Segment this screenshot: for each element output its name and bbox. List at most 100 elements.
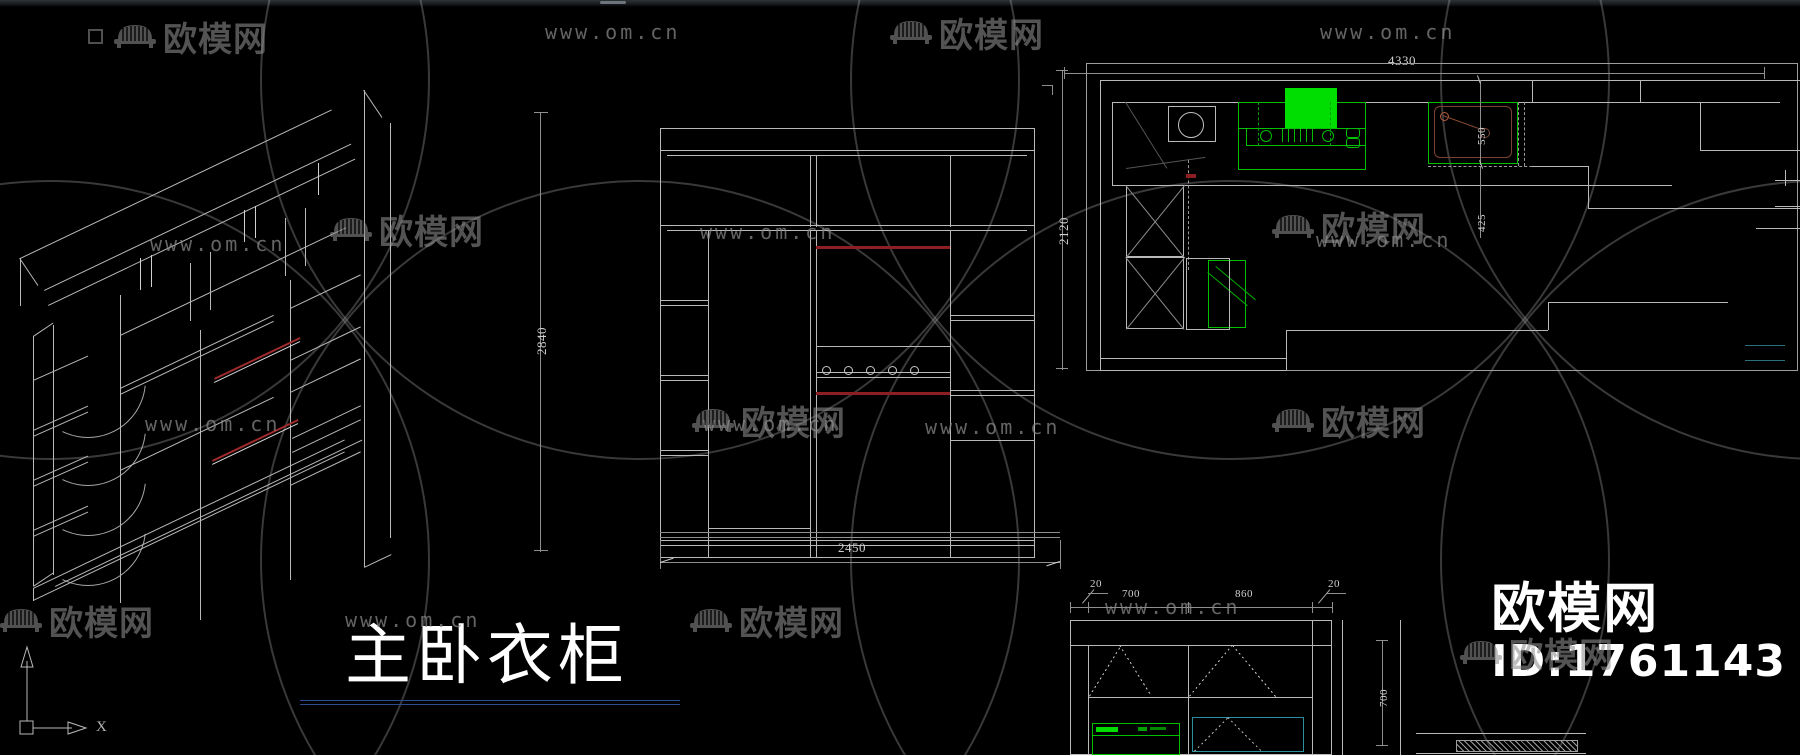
- fp-outer-wall: [1086, 63, 1798, 371]
- iso-left-top-ret: [33, 322, 54, 337]
- ucs-x-label: X: [96, 719, 107, 735]
- fp-inner-wall-top: [1100, 80, 1800, 81]
- iso-left-side-front: [33, 336, 34, 586]
- iso-left-side-back: [53, 325, 54, 575]
- fp-sink-outline-green: [1428, 102, 1518, 164]
- iso-right-bottom: [364, 554, 392, 568]
- detail-dim-700v-label: 700: [1378, 689, 1390, 707]
- elev-left-shelf-1: [660, 300, 708, 301]
- fp-door-hinge-mark: [1186, 174, 1196, 178]
- iso-handle-2: [151, 255, 152, 287]
- elev-right-shelf-3: [950, 440, 1035, 441]
- detail-mid-rail: [1088, 697, 1312, 698]
- iso-handle-4: [255, 206, 256, 238]
- fp-tall-unit-2: [1126, 257, 1184, 329]
- elevation-view[interactable]: 2840: [534, 112, 1040, 558]
- fp-dashv-right2: [1524, 102, 1525, 166]
- detail-elevation-view[interactable]: 20 700 860 20 700: [1060, 575, 1586, 755]
- iso-hanging-rail-lower-hl: [212, 423, 299, 465]
- elev-cornice-line-2: [667, 155, 1027, 156]
- fp-bottom-wall-4: [1548, 302, 1728, 303]
- iso-shelf-mid-1b: [120, 320, 274, 395]
- elev-dim-height-label: 2840: [534, 327, 549, 355]
- fp-right-counter-4: [1588, 208, 1800, 209]
- fp-hob-icon: [1178, 112, 1204, 138]
- fp-bottom-wall-2: [1100, 370, 1286, 371]
- fp-chair-box: [1186, 258, 1230, 330]
- elev-hanging-rail-upper: [816, 246, 950, 249]
- floorplan-view[interactable]: 4330 2120: [1040, 40, 1800, 390]
- iso-top-left-ret: [19, 258, 39, 286]
- fp-dashv-right: [1518, 102, 1519, 166]
- ucs-axes-svg: [19, 645, 88, 735]
- elev-outer-box: [660, 128, 1035, 558]
- iso-right-drawer-top: [292, 405, 362, 439]
- fp-right-counter-v3: [1700, 102, 1701, 150]
- iso-door-div-e: [305, 208, 306, 266]
- detail-lower-div: [1188, 697, 1189, 755]
- detail-right-ext: [1342, 620, 1343, 755]
- ucs-icon: X Y: [8, 645, 128, 750]
- iso-right-shelf-2: [290, 326, 361, 361]
- detail-div-1: [1088, 645, 1089, 755]
- detail-bottom-line2: [1416, 733, 1586, 734]
- iso-mid-div: [290, 280, 291, 580]
- isometric-wardrobe-view[interactable]: [0, 40, 430, 620]
- fp-bottom-riser-2: [1548, 302, 1549, 330]
- fp-right-stray-3: [1785, 170, 1786, 186]
- fp-bottom-wall: [1100, 358, 1286, 359]
- elev-right-shelf-1b: [950, 320, 1035, 321]
- iso-top-left-riser: [20, 258, 21, 306]
- elev-body-div-mid: [810, 230, 811, 558]
- detail-green-led: [1096, 727, 1118, 732]
- iso-right-shelf-1: [290, 274, 361, 309]
- elev-upper-bottom: [660, 225, 1035, 226]
- elev-left-shelf-3b: [660, 455, 708, 456]
- fp-right-stray-2: [1775, 206, 1800, 207]
- page-title: 主卧衣柜: [345, 620, 629, 693]
- fp-green-dash-2: [1330, 102, 1331, 146]
- fp-right-counter-2: [1640, 102, 1700, 103]
- iso-right-shelf-3: [290, 358, 361, 393]
- iso-handle-3: [244, 210, 245, 242]
- fp-dim-550-label: 550: [1476, 127, 1488, 145]
- elev-upper-div-1b: [816, 155, 817, 227]
- iso-base-left: [33, 588, 34, 601]
- elev-mid-shelf-b: [816, 377, 950, 378]
- fp-sink-basin: [1434, 106, 1512, 158]
- title-underline-2: [300, 704, 680, 705]
- fp-hob-box: [1168, 106, 1216, 142]
- detail-right-ext2: [1400, 620, 1401, 755]
- brand-id: ID:1761143: [1491, 636, 1786, 687]
- elev-right-shelf-2: [950, 390, 1035, 391]
- detail-green-led3: [1150, 727, 1166, 730]
- detail-cyan-panel: [1192, 717, 1304, 752]
- detail-dim-20-right: 20: [1328, 578, 1340, 590]
- detail-top-rail: [1070, 645, 1332, 646]
- detail-div-3: [1312, 620, 1313, 755]
- iso-door-div-d: [285, 218, 286, 276]
- brand-block: 欧模网 ID:1761143: [1491, 580, 1786, 686]
- elev-plinth-top-2: [660, 545, 1035, 546]
- fp-inner-wall-left: [1100, 80, 1101, 370]
- iso-top-right-ret: [363, 90, 383, 118]
- fp-right-counter-v2: [1640, 80, 1641, 102]
- elev-mid-shelf: [816, 372, 950, 373]
- iso-top-front-edge: [48, 158, 356, 306]
- elev-right-shelf-1: [950, 315, 1035, 316]
- fp-dash-door-line: [1188, 160, 1189, 270]
- elev-dim-width-label: 2450: [838, 540, 866, 555]
- elev-left-shelf-2b: [660, 380, 708, 381]
- fp-right-counter-v1: [1532, 80, 1533, 102]
- elev-left-shelf-1b: [660, 305, 708, 306]
- fp-dim-425-label: 425: [1476, 214, 1488, 232]
- elev-upper-bottom-2: [667, 230, 1027, 231]
- elev-hanging-rail-lower: [816, 392, 950, 395]
- elev-plinth-top: [660, 540, 1035, 541]
- iso-door-div-c: [210, 252, 211, 310]
- detail-dim-20-left: 20: [1090, 578, 1102, 590]
- iso-hanging-rail-upper-hl: [214, 341, 301, 383]
- fp-dash-h-1: [1428, 166, 1588, 167]
- elev-upper-div-2: [950, 155, 951, 227]
